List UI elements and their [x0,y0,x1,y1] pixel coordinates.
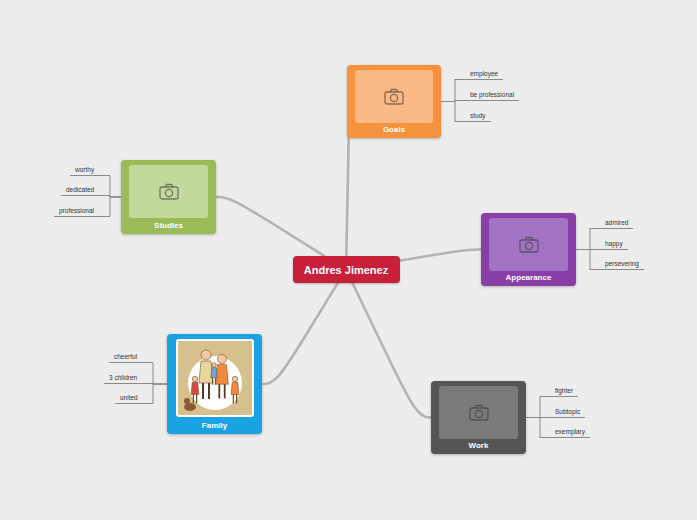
subtopic-label: employee [470,69,498,79]
subtopic-label: exemplary [555,427,585,437]
subtopic-label: 3 children [109,373,137,383]
subtopic: admired [590,218,633,229]
subtopic-label: worthy [75,165,94,175]
subtopic: cheerful [109,352,152,363]
branch-line [441,80,455,102]
central-topic: Andres Jimenez [293,256,400,283]
main-topic: Family [167,334,262,434]
subtopic: employee [455,69,503,80]
branch-line [576,250,590,270]
main-topic: Goals [347,65,441,138]
main-branch [346,138,348,256]
subtopic: 3 children [104,373,152,384]
main-branch [216,197,324,256]
branch-line [153,384,167,404]
image-placeholder [439,386,518,439]
subtopic: Subtopic [540,407,585,418]
subtopic: be professional [455,90,519,101]
branch-line [526,397,540,418]
subtopic: study [455,111,491,122]
subtopic-label: cheerful [114,352,137,362]
branch-line [109,197,121,217]
branch-line [152,363,167,385]
camera-icon [158,183,180,201]
subtopic-label: Subtopic [555,407,580,417]
image-placeholder [129,165,208,218]
image-placeholder [355,70,433,123]
main-topic: Work [431,381,526,454]
subtopic: happy [590,239,628,250]
branch-line [441,102,455,122]
main-topic: Studies [121,160,216,234]
main-branch [262,283,338,384]
subtopic-label: happy [605,239,623,249]
branch-line [576,229,590,250]
subtopic: professional [54,206,109,217]
subtopic: worthy [70,165,109,176]
camera-icon [383,88,405,106]
topic-label: Studies [154,221,183,230]
subtopic-label: professional [59,206,94,216]
camera-icon [518,236,540,254]
central-label: Andres Jimenez [304,264,388,276]
subtopic-label: study [470,111,486,121]
subtopic: persevering [590,259,644,270]
camera-icon [468,404,490,422]
main-branch [352,283,431,418]
family-illustration [178,341,252,415]
main-branch [400,250,482,261]
subtopic-label: be professional [470,90,514,100]
main-topic: Appearance [481,213,576,286]
topic-label: Appearance [506,273,552,282]
subtopic-label: united [120,393,138,403]
subtopic: exemplary [540,427,590,438]
subtopic-label: dedicated [66,185,94,195]
subtopic: united [115,393,153,404]
topic-label: Family [202,421,227,430]
subtopic-label: fighter [555,386,573,396]
family-picture [176,339,254,417]
topic-label: Work [469,441,489,450]
subtopic: dedicated [61,185,109,196]
branch-line [526,418,540,438]
topic-label: Goals [383,125,405,134]
branch-line [109,176,121,198]
subtopic-label: persevering [605,259,639,269]
image-placeholder [489,218,568,271]
subtopic-label: admired [605,218,628,228]
subtopic: fighter [540,386,578,397]
